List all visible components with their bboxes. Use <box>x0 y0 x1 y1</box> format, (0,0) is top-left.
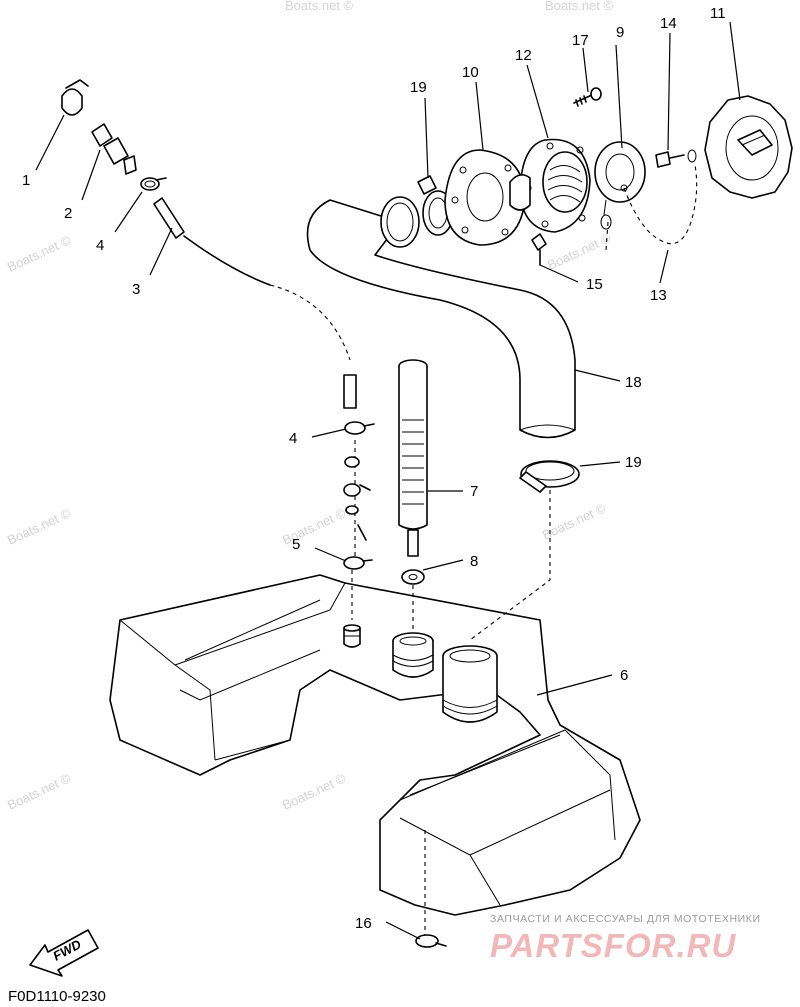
vent-line-fittings <box>343 421 375 620</box>
fuel-tank <box>109 574 641 916</box>
callout-14: 14 <box>660 15 677 32</box>
tank-pickup-neck <box>392 632 434 678</box>
assembly-lines <box>469 221 609 641</box>
watermark: Boats.net © <box>280 505 348 548</box>
brand-name: PARTSFOR.RU <box>490 927 736 964</box>
callout-19: 19 <box>410 79 427 96</box>
callout-4: 4 <box>96 237 104 254</box>
watermark: Boats.net © <box>5 770 73 813</box>
callout-12: 12 <box>515 47 532 64</box>
brand-subtitle: ЗАПЧАСТИ И АКСЕССУАРЫ ДЛЯ МОТОТЕХНИКИ <box>490 913 761 925</box>
callout-16: 16 <box>355 915 372 932</box>
drawing-code: F0D1110-9230 <box>8 988 106 1005</box>
callout-15: 15 <box>586 276 603 293</box>
callout-2: 2 <box>64 205 72 222</box>
watermark: Boats.net © <box>5 232 73 275</box>
leader-lines <box>35 21 741 940</box>
filler-cap <box>704 95 793 199</box>
filler-hose <box>306 199 576 439</box>
hose-clamp-upper <box>380 175 454 248</box>
tank-vent-nipple <box>343 624 361 648</box>
callout-9: 9 <box>616 24 624 41</box>
screw <box>573 87 602 107</box>
watermark: Boats.net © <box>545 0 614 13</box>
cap-chain <box>620 164 698 245</box>
vent-line <box>61 79 357 409</box>
watermark: Boats.net © <box>545 230 613 273</box>
hose-clamp-lower <box>519 460 580 493</box>
callout-4: 4 <box>289 430 297 447</box>
callout-7: 7 <box>470 483 478 500</box>
callouts: 1 2 3 4 4 5 6 7 8 9 10 11 12 13 14 15 16… <box>22 5 726 932</box>
watermark: Boats.net © <box>285 0 354 13</box>
fuel-pickup-strainer <box>398 359 428 630</box>
filler-neck-flange <box>509 138 591 233</box>
callout-5: 5 <box>292 536 300 553</box>
callout-3: 3 <box>132 281 140 298</box>
callout-8: 8 <box>470 553 478 570</box>
rivet <box>531 233 547 266</box>
callout-6: 6 <box>620 667 628 684</box>
callout-19: 19 <box>625 454 642 471</box>
brand-watermark: ЗАПЧАСТИ И АКСЕССУАРЫ ДЛЯ МОТОТЕХНИКИ PA… <box>490 913 761 964</box>
callout-18: 18 <box>625 374 642 391</box>
watermark: Boats.net © <box>5 505 73 548</box>
flange-ring <box>594 141 646 230</box>
callout-11: 11 <box>710 5 726 22</box>
fwd-arrow: FWD <box>29 929 99 977</box>
bolt <box>655 149 697 168</box>
callout-1: 1 <box>22 172 30 189</box>
callout-10: 10 <box>462 64 479 81</box>
drain-clamp <box>415 830 447 948</box>
watermark: Boats.net © <box>280 770 348 813</box>
callout-17: 17 <box>572 32 589 49</box>
callout-13: 13 <box>650 287 667 304</box>
tank-fill-neck <box>442 645 498 723</box>
